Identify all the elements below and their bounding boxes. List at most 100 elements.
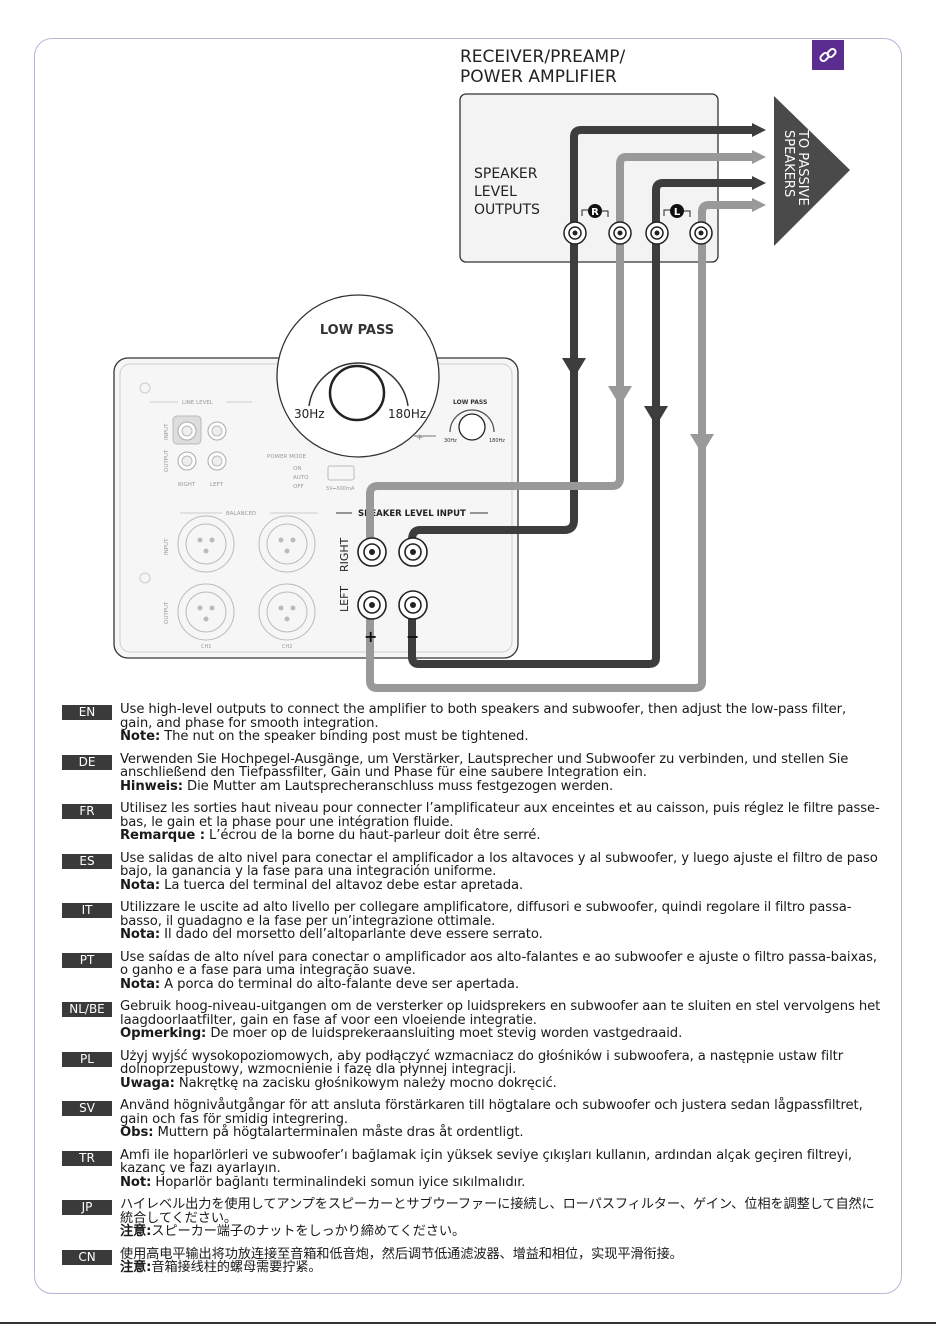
instruction-text: Use saídas de alto nível para conectar o… — [120, 949, 882, 992]
note-label: Note: — [120, 729, 161, 744]
instruction-row: NL/BE Gebruik hoog-niveau-uitgangen om de… — [62, 1000, 882, 1041]
instruction-text: Utilisez les sorties haut niveau pour co… — [120, 802, 882, 843]
language-badge: FR — [62, 804, 112, 819]
note-text: 音箱接线柱的螺母需要拧紧。 — [151, 1260, 322, 1275]
instruction-row: JP ハイレベル出力を使用してアンプをスピーカーとサブウーファーに接続し、ローパス… — [62, 1198, 882, 1239]
instruction-body: Använd högnivåutgångar för att ansluta f… — [120, 1098, 863, 1127]
instruction-body: Utilizzare le uscite ad alto livello per… — [120, 900, 852, 929]
svg-text:INPUT: INPUT — [164, 423, 170, 440]
instruction-text: Använd högnivåutgångar för att ansluta f… — [120, 1099, 882, 1140]
svg-text:OFF: OFF — [293, 484, 304, 490]
instruction-text: Amfi ile hoparlörleri ve subwoofer’ı bağ… — [120, 1147, 882, 1190]
note-text: La tuerca del terminal del altavoz debe … — [160, 877, 524, 893]
instruction-text: Użyj wyjść wysokopoziomowych, aby podłąc… — [120, 1048, 882, 1091]
instruction-body: 使用高电平输出将功放连接至音箱和低音炮，然后调节低通滤波器、增益和相位，实现平滑… — [120, 1246, 683, 1262]
instruction-text: Verwenden Sie Hochpegel-Ausgänge, um Ver… — [120, 751, 882, 794]
svg-text:L: L — [674, 207, 681, 218]
language-badge: JP — [62, 1200, 112, 1215]
language-badge: PT — [62, 952, 112, 968]
language-badge: PL — [62, 1051, 112, 1067]
note-text: De moer op de luidsprekeraansluiting moe… — [206, 1026, 683, 1041]
outputs-label-line2: LEVEL — [474, 184, 517, 200]
passive-speakers-label: TO PASSIVE SPEAKERS — [781, 129, 810, 206]
note-text: Die Mutter am Lautsprecheranschluss muss… — [182, 778, 614, 794]
instruction-text: Use high-level outputs to connect the am… — [120, 703, 882, 744]
instruction-row: SV Använd högnivåutgångar för att ansluta… — [62, 1099, 882, 1140]
note-text: スピーカー端子のナットをしっかり締めてください。 — [151, 1224, 466, 1239]
svg-text:5V⎓500mA: 5V⎓500mA — [326, 486, 355, 492]
low-pass-min: 30Hz — [294, 407, 325, 421]
low-pass-title: LOW PASS — [320, 323, 394, 338]
wiring-diagram: RECEIVER/PREAMP/ POWER AMPLIFIER SPEAKER… — [113, 47, 850, 692]
language-badge: DE — [62, 754, 112, 770]
svg-text:LEFT: LEFT — [210, 482, 224, 488]
low-pass-knob — [328, 364, 386, 422]
instruction-row: PT Use saídas de alto nível para conectar… — [62, 949, 882, 992]
page-bottom-rule — [0, 1322, 936, 1324]
speaker-level-input-label: SPEAKER LEVEL INPUT — [358, 509, 466, 519]
link-icon[interactable] — [812, 40, 844, 70]
left-channel-marker: L — [663, 204, 691, 218]
instruction-body: Użyj wyjść wysokopoziomowych, aby podłąc… — [120, 1048, 844, 1077]
note-label: Uwaga: — [120, 1075, 175, 1091]
instruction-text: Utilizzare le uscite ad alto livello per… — [120, 901, 882, 942]
instruction-body: Verwenden Sie Hochpegel-Ausgänge, um Ver… — [120, 751, 849, 780]
instruction-body: Use saídas de alto nível para conectar o… — [120, 949, 877, 978]
input-left-label: LEFT — [338, 586, 351, 612]
page-frame — [34, 38, 902, 1294]
instruction-row: PL Użyj wyjść wysokopoziomowych, aby podł… — [62, 1048, 882, 1091]
note-label: Nota: — [120, 927, 161, 942]
note-label: Hinweis: — [120, 778, 183, 794]
svg-text:TO PASSIVE: TO PASSIVE — [795, 129, 810, 206]
instruction-row: IT Utilizzare le uscite ad alto livello p… — [62, 901, 882, 942]
language-badge: TR — [62, 1150, 112, 1166]
instruction-body: Amfi ile hoparlörleri ve subwoofer’ı bağ… — [120, 1147, 852, 1176]
instruction-body: ハイレベル出力を使用してアンプをスピーカーとサブウーファーに接続し、ローパスフィ… — [120, 1197, 875, 1226]
svg-text:INPUT: INPUT — [164, 538, 170, 555]
instruction-row: DE Verwenden Sie Hochpegel-Ausgänge, um V… — [62, 751, 882, 794]
receiver-title-line2: POWER AMPLIFIER — [460, 67, 617, 87]
svg-text:+: + — [416, 433, 424, 443]
svg-text:AUTO: AUTO — [293, 475, 309, 481]
input-right-label: RIGHT — [338, 537, 351, 572]
instruction-text: Gebruik hoog-niveau-uitgangen om de vers… — [120, 1000, 882, 1041]
instruction-text: 使用高电平输出将功放连接至音箱和低音炮，然后调节低通滤波器、增益和相位，实现平滑… — [120, 1246, 683, 1275]
instruction-body: Gebruik hoog-niveau-uitgangen om de vers… — [120, 999, 881, 1028]
language-badge: CN — [62, 1249, 112, 1265]
note-label: Obs: — [120, 1125, 154, 1140]
svg-text:ON: ON — [293, 466, 301, 472]
svg-text:BALANCED: BALANCED — [226, 511, 256, 517]
instruction-body: Use high-level outputs to connect the am… — [120, 702, 847, 731]
language-badge: SV — [62, 1101, 112, 1116]
language-badge: NL/BE — [62, 1002, 112, 1017]
instruction-row: FR Utilisez les sorties haut niveau pour … — [62, 802, 882, 843]
low-pass-max: 180Hz — [388, 407, 426, 421]
note-text: Il dado del morsetto dell’altoparlante d… — [160, 927, 543, 942]
receiver-terminals — [563, 221, 713, 245]
svg-text:OUTPUT: OUTPUT — [164, 601, 170, 624]
note-text: A porca do terminal do alto-falante deve… — [160, 976, 519, 992]
note-label: Nota: — [120, 976, 161, 992]
receiver-title-line1: RECEIVER/PREAMP/ — [460, 47, 625, 67]
note-text: The nut on the speaker binding post must… — [160, 729, 529, 744]
outputs-label-line1: SPEAKER — [474, 166, 538, 182]
svg-text:SPEAKERS: SPEAKERS — [781, 130, 796, 197]
instruction-body: Utilisez les sorties haut niveau pour co… — [120, 801, 880, 830]
note-text: Muttern på högtalarterminalen måste dras… — [153, 1125, 524, 1140]
svg-text:R: R — [591, 207, 599, 218]
note-text: Nakrętkę na zacisku głośnikowym należy m… — [174, 1075, 557, 1091]
note-label: Remarque : — [120, 828, 205, 843]
note-label: 注意: — [120, 1224, 152, 1239]
note-text: Hoparlör bağlantı terminalindeki somun i… — [151, 1174, 526, 1190]
sub-speaker-terminals — [357, 537, 428, 620]
language-badge: ES — [62, 853, 112, 869]
plus-sign: + — [364, 627, 377, 646]
note-label: Opmerking: — [120, 1026, 207, 1041]
note-text: L’écrou de la borne du haut-parleur doit… — [204, 828, 541, 843]
outputs-label-line3: OUTPUTS — [474, 202, 540, 218]
language-badge: IT — [62, 903, 112, 918]
instruction-text: ハイレベル出力を使用してアンプをスピーカーとサブウーファーに接続し、ローパスフィ… — [120, 1198, 882, 1239]
